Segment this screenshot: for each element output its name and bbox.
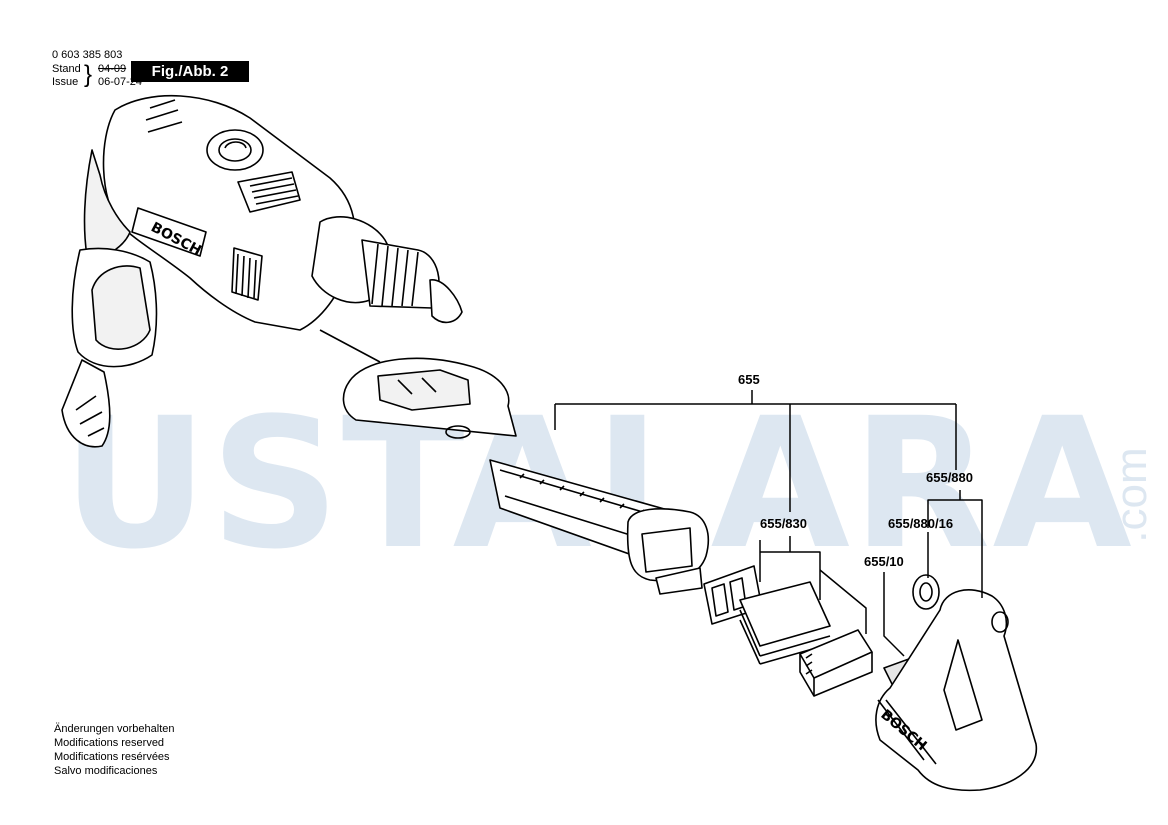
dust-extraction-housing bbox=[342, 357, 710, 595]
part-number: 0 603 385 803 bbox=[52, 49, 123, 61]
notes-block: Änderungen vorbehalten Modifications res… bbox=[54, 722, 174, 778]
filter-cartridge bbox=[799, 629, 873, 697]
sealing-ring bbox=[912, 574, 940, 610]
note-de: Änderungen vorbehalten bbox=[54, 723, 175, 735]
note-fr: Modifications resérvées bbox=[54, 751, 170, 763]
issue-label: Issue bbox=[52, 76, 79, 88]
stand-label: Stand bbox=[52, 63, 81, 75]
callout-655-880-16: 655/880/16 bbox=[888, 516, 954, 531]
callout-655-880: 655/880 bbox=[926, 470, 973, 485]
dust-cap: BOSCH bbox=[875, 589, 1038, 792]
note-en: Modifications reserved bbox=[54, 737, 165, 749]
brace-glyph: } bbox=[84, 61, 93, 88]
leader-lines bbox=[554, 390, 983, 657]
callout-655: 655 bbox=[738, 372, 760, 387]
stand-value: 04-09 bbox=[98, 63, 127, 75]
watermark-text: USTALARA bbox=[62, 380, 1134, 589]
drill-illustration: BOSCH bbox=[61, 94, 463, 448]
callout-655-10: 655/10 bbox=[864, 554, 904, 569]
callout-655-830: 655/830 bbox=[760, 516, 807, 531]
note-es: Salvo modificaciones bbox=[54, 765, 158, 777]
sealing-ring-inner bbox=[919, 582, 933, 602]
figure-label: Fig./Abb. 2 bbox=[131, 61, 249, 82]
filter-pads bbox=[739, 581, 831, 665]
